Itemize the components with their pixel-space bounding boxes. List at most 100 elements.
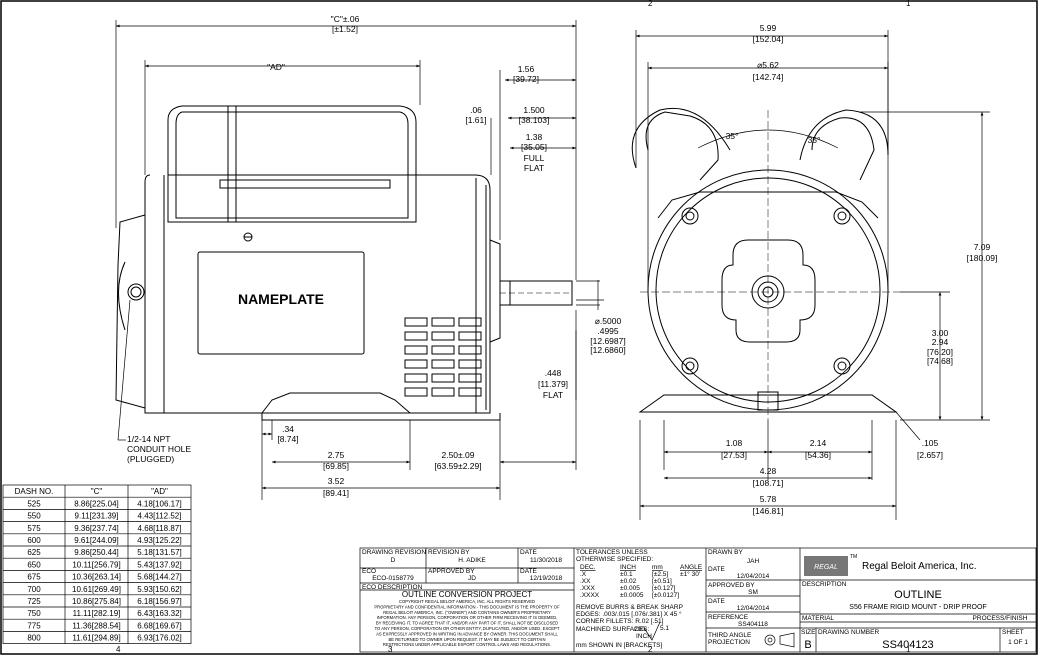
tolerances-title-2: OTHERWISE SPECIFIED:	[576, 556, 653, 563]
dim-599: 5.99	[760, 23, 777, 33]
approved2: SM	[748, 589, 758, 596]
end-view-dimensions: 5.99 [152.04] ⌀5.62 [142.74] 35° 35° 7.0…	[721, 23, 997, 516]
dim-448-flat: FLAT	[543, 390, 563, 400]
tolerance-cell: ±0.1	[620, 571, 633, 578]
eco-label: ECO	[362, 568, 376, 575]
mm-shown: mm SHOWN IN [BRACKETS]	[576, 642, 663, 649]
third-angle-2: PROJECTION	[708, 639, 750, 646]
eco-number: ECO-0158779	[372, 575, 414, 582]
tolerance-header: INCH	[620, 564, 636, 571]
title-block-text: DRAWING REVISION D REVISION BY H. ADIKE …	[362, 549, 1028, 651]
drawing-revision: D	[391, 557, 396, 564]
dash-table-cell: 11.61[294.89]	[72, 634, 120, 643]
angle-left: 35°	[726, 131, 739, 141]
dash-table-header: "AD"	[151, 487, 168, 496]
nameplate-label: NAMEPLATE	[238, 291, 324, 307]
machined-value: 200	[634, 626, 645, 633]
dash-table-cell: 4.68[118.87]	[138, 524, 182, 533]
copyright-line: COPYRIGHT REGAL BELOIT AMERICA, INC. ALL…	[399, 599, 535, 604]
copyright-line: REGAL BELOIT AMERICA, INC. ("OWNER") AND…	[383, 610, 551, 615]
dash-table-cell: 5.93[150.62]	[137, 585, 181, 594]
dim-275: 2.75	[328, 450, 345, 460]
dash-table-cell: 525	[27, 499, 41, 508]
end-view	[631, 107, 900, 420]
regal-logo	[804, 556, 848, 576]
dim-shaft-dia-mm: [12.6987]	[590, 336, 625, 346]
description-title: OUTLINE	[894, 589, 942, 601]
company-name: Regal Beloit America, Inc.	[862, 561, 977, 572]
revision-by: H. ADIKE	[458, 557, 486, 564]
zone-top-1: 1	[906, 0, 911, 8]
approved2-label: APPROVED BY	[708, 582, 755, 589]
third-angle-1: THIRD ANGLE	[708, 632, 752, 639]
dash-table-cell: 600	[27, 536, 41, 545]
dim-275-mm: [69.85]	[323, 461, 349, 471]
dim-250: 2.50±.09	[441, 450, 474, 460]
approved2-date: 12/04/2014	[737, 605, 770, 612]
dash-table-cell: 725	[27, 597, 41, 606]
zone-bottom-1: 1	[906, 645, 911, 654]
dim-138-mm: [35.05]	[521, 142, 547, 152]
copyright-line: TO ANY PERSON, CORPORATION OR OTHER ENTI…	[375, 626, 560, 631]
dim-06: .06	[470, 105, 482, 115]
dim-shaft-dia-min: .4995	[597, 326, 619, 336]
copyright-line: BY RECEIVING IT, TO AGREE THAT IT, AND/O…	[376, 621, 558, 626]
end-bell-left	[115, 214, 146, 409]
conduit-note-3: (PLUGGED)	[127, 454, 174, 464]
dim-562-mm: [142.74]	[753, 72, 784, 82]
dim-138-full: FULL	[524, 153, 545, 163]
dash-table-cell: 10.11[256.79]	[72, 560, 120, 569]
dim-105-mm: [2.657]	[917, 450, 943, 460]
corner-fillets: CORNER FILLETS: R.02 [.51]	[576, 618, 664, 625]
dim-shaft-dia-mm-min: [12.6860]	[590, 345, 625, 355]
dash-table-cell: 4.18[106.17]	[137, 499, 181, 508]
dash-table-cell: 675	[27, 573, 41, 582]
dim-428-mm: [108.71]	[753, 478, 784, 488]
zone-markers: 4 3 2 1 2 1	[116, 0, 911, 654]
copyright-line: BE RETURNED TO OWNER UPON REQUEST. IT MA…	[389, 637, 546, 642]
copyright-line: INFORMATION. ANY PERSON, CORPORATION OR …	[377, 615, 558, 620]
side-view-dimensions: "C"±.06 [±1.52] "AD" 1.56 [39.72] .06 [1…	[127, 14, 626, 498]
tolerance-header: ANGLE	[680, 564, 703, 571]
dash-table-cell: 625	[27, 548, 41, 557]
vent-slots	[404, 317, 482, 397]
dim-138: 1.38	[526, 132, 543, 142]
approved-by: JD	[468, 575, 476, 582]
dash-table-cell: 9.86[250.44]	[74, 548, 118, 557]
copyright-line: PROPRIETARY AND CONFIDENTIAL INFORMATION…	[374, 604, 560, 609]
conduit-hole	[127, 283, 145, 301]
dash-table-cell: 6.68[169.67]	[137, 621, 181, 630]
dash-table-cell: 10.61[269.49]	[72, 585, 121, 594]
tolerance-cell: [±0.0127]	[652, 592, 679, 599]
zone-bottom-2: 2	[648, 645, 653, 654]
tolerance-cell: [±0.127]	[652, 585, 676, 592]
edges: EDGES: .003/.015 [.076/.381] X 45 °	[576, 610, 682, 618]
drawing-revision-label: DRAWING REVISION	[362, 549, 426, 556]
sheet-label: SHEET	[1002, 629, 1024, 636]
dash-table-cell: 4.93[125.22]	[137, 536, 181, 545]
dash-table-cell: 9.11[231.39]	[75, 512, 119, 521]
copyright-line: RESTRICTIONS UNDER APPLICABLE EXPORT CON…	[383, 642, 551, 647]
dim-352: 3.52	[328, 476, 345, 486]
dim-138-flat: FLAT	[524, 163, 544, 173]
tolerance-cell: ±0.0005	[620, 592, 644, 599]
dim-ad: "AD"	[267, 62, 285, 72]
dim-300: 3.00	[932, 328, 949, 338]
dim-578-mm: [146.81]	[753, 506, 784, 516]
drawing-number-label: DRAWING NUMBER	[818, 629, 879, 636]
dim-06-mm: [1.61]	[465, 115, 486, 125]
dash-table-cell: 700	[27, 585, 41, 594]
trademark: TM	[850, 554, 857, 560]
dash-table-cell: 5.43[137.92]	[137, 560, 181, 569]
tolerance-cell: ±0.02	[620, 578, 637, 585]
dash-table-frame	[2, 484, 192, 644]
reference-label: REFERENCE	[708, 614, 749, 621]
left-lobe	[645, 111, 719, 181]
dim-428: 4.28	[760, 466, 777, 476]
tolerance-cell: .XXXX	[580, 592, 600, 599]
side-view	[115, 105, 573, 421]
mount-base	[261, 392, 411, 414]
dash-table-cell: 9.61[244.09]	[74, 536, 118, 545]
logo-text: REGAL	[814, 564, 838, 571]
